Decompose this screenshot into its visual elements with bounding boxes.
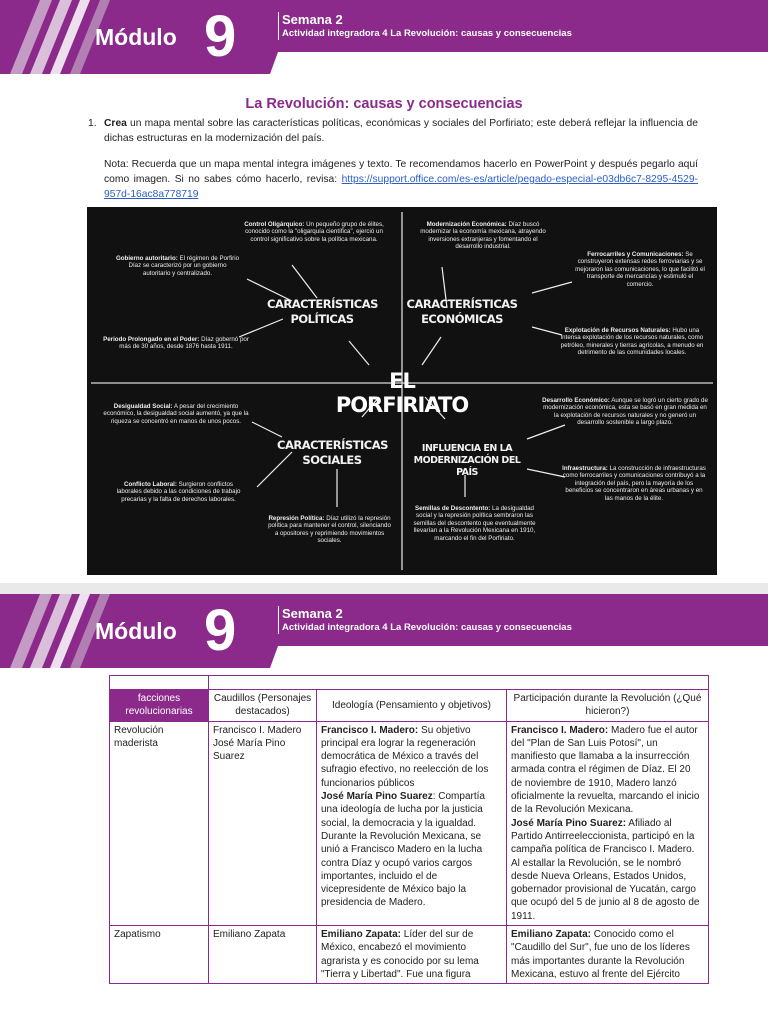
banner-graphic [0,594,768,668]
note-gobierno: Gobierno autoritario: El régimen de Porf… [115,255,240,277]
module-label: Módulo [95,24,177,50]
note-explotacion: Explotación de Recursos Naturales: Hubo … [560,327,704,357]
module-label: Módulo [95,618,177,644]
table-row: Revolución maderista Francisco I. Madero… [109,720,709,927]
instruction-verb: Crea [104,118,127,129]
module-banner: Módulo 9 Semana 2 Actividad integradora … [0,0,768,74]
cell-caudillos: Emiliano Zapata [208,925,317,985]
activity-label: Actividad integradora 4 La Revolución: c… [282,28,572,39]
note-semillas: Semillas de Descontento: La desigualdad … [413,505,536,542]
quadrant-influencia: INFLUENCIA EN LA MODERNIZACIÓN DEL PAÍS [413,443,521,478]
note-ferrocarriles: Ferrocarriles y Comunicaciones: Se const… [575,251,705,288]
page-title: La Revolución: causas y consecuencias [245,96,523,112]
instruction-text: un mapa mental sobre las características… [104,118,698,144]
header-facciones: facciones revolucionarias [109,689,209,722]
document-page-1: Módulo 9 Semana 2 Actividad integradora … [0,0,768,583]
table-row: Zapatismo Emiliano Zapata Emiliano Zapat… [109,925,709,985]
cell-ideologia: Emiliano Zapata: Líder del sur de México… [316,925,507,985]
note-periodo: Periodo Prolongado en el Poder: Díaz gob… [103,336,249,351]
cell-caudillos: Francisco I. Madero José María Pino Suar… [208,720,317,927]
instruction-item: 1. Crea un mapa mental sobre las caracte… [88,116,698,146]
document-page-2: Módulo 9 Semana 2 Actividad integradora … [0,594,768,1024]
week-label: Semana 2 [282,12,343,27]
note-control: Control Oligárquico: Un pequeño grupo de… [244,221,384,243]
module-number: 9 [204,598,237,663]
header-participacion: Participación durante la Revolución (¿Qu… [506,689,709,722]
module-number: 9 [204,4,237,69]
cell-participacion: Francisco I. Madero: Madero fue el autor… [506,720,709,927]
mind-map-image: EL PORFIRIATO CARACTERÍSTICAS POLÍTICAS … [87,207,717,575]
header-caudillos: Caudillos (Personajes destacados) [208,689,317,722]
module-banner: Módulo 9 Semana 2 Actividad integradora … [0,594,768,668]
cell-faccion: Zapatismo [109,925,209,985]
week-label: Semana 2 [282,606,343,621]
note-desigualdad: Desigualdad Social: A pesar del crecimie… [103,403,249,425]
note-conflicto: Conflicto Laboral: Surgieron conflictos … [116,481,241,503]
note-paragraph: Nota: Recuerda que un mapa mental integr… [104,157,698,202]
table-spacer-row [109,675,709,690]
week-block: Semana 2 Actividad integradora 4 La Revo… [278,606,572,634]
mind-map-center: EL PORFIRIATO [335,369,469,417]
factions-table: facciones revolucionarias Caudillos (Per… [109,675,709,985]
note-represion: Represión Política: Díaz utilizó la repr… [268,515,391,545]
note-infraestructura: Infraestructura: La construcción de infr… [562,465,706,502]
cell-faccion: Revolución maderista [109,720,209,927]
header-ideologia: Ideología (Pensamiento y objetivos) [316,689,507,722]
quadrant-economicas: CARACTERÍSTICAS ECONÓMICAS [406,297,518,326]
cell-participacion: Emiliano Zapata: Conocido como el "Caudi… [506,925,709,985]
help-link[interactable]: https://support.office.com/es-es/article… [104,174,698,200]
banner-graphic [0,0,768,74]
table-header-row: facciones revolucionarias Caudillos (Per… [109,689,709,722]
note-text: Nota: Recuerda que un mapa mental integr… [104,159,698,185]
cell-ideologia: Francisco I. Madero: Su objetivo princip… [316,720,507,927]
quadrant-sociales: CARACTERÍSTICAS SOCIALES [277,438,388,467]
note-modernizacion: Modernización Económica: Díaz buscó mode… [420,221,546,251]
item-number: 1. [88,118,97,129]
activity-label: Actividad integradora 4 La Revolución: c… [282,622,572,633]
quadrant-politicas: CARACTERÍSTICAS POLÍTICAS [267,297,378,326]
mind-map-lines [91,212,713,570]
note-desarrollo: Desarrollo Económico: Aunque se logró un… [542,397,708,427]
week-block: Semana 2 Actividad integradora 4 La Revo… [278,12,572,40]
